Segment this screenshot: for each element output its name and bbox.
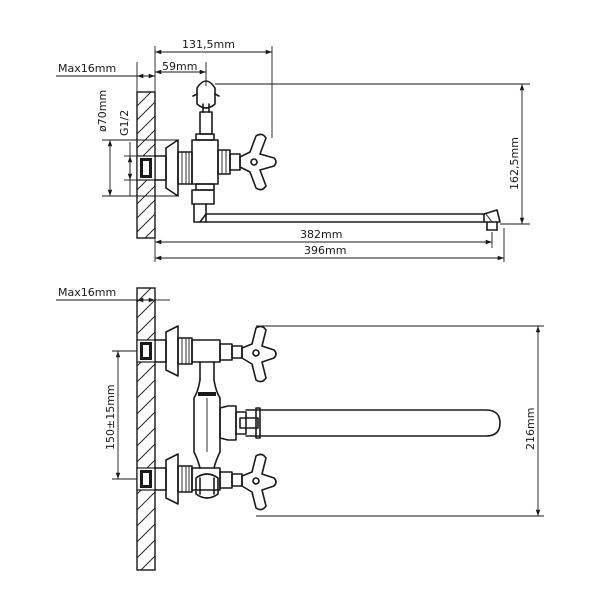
wall-top [136, 91, 156, 239]
dim-150: 150±15mm [104, 350, 137, 480]
spout-front [219, 405, 501, 441]
dim-label-max16-top: Max16mm [58, 62, 116, 75]
inlet-connector-upper [154, 325, 193, 377]
dim-396: 396mm [155, 228, 505, 262]
top-view: Max16mm 131,5mm 59mm ø70mm G [56, 38, 530, 262]
dim-label-382: 382mm [300, 228, 342, 241]
cross-handle-upper [231, 325, 277, 383]
mixer-body-top [191, 133, 231, 191]
cross-handle-lower [231, 453, 277, 511]
cross-handle-top [229, 133, 277, 191]
dim-label-max16-front: Max16mm [58, 286, 116, 299]
dim-max16-front: Max16mm [56, 286, 170, 303]
dim-label-131-5: 131,5mm [182, 38, 235, 51]
dim-label-dia70: ø70mm [96, 90, 109, 132]
dim-label-g12: G1/2 [118, 110, 131, 136]
dim-162-5: 162,5mm [215, 83, 530, 225]
dim-59: 59mm [155, 60, 207, 86]
inlet-connector-lower [154, 453, 193, 505]
dim-label-150: 150±15mm [104, 384, 117, 450]
front-view: Max16mm 150±15mm 216mm [56, 286, 544, 571]
dim-216: 216mm [256, 325, 544, 517]
inlet-connector-top [154, 139, 193, 197]
dim-label-59: 59mm [162, 60, 197, 73]
dim-131-5: 131,5mm [154, 38, 273, 138]
spout-top [191, 189, 501, 231]
dim-label-396: 396mm [304, 244, 346, 257]
dim-dia70: ø70mm [96, 90, 178, 197]
dim-382: 382mm [154, 228, 493, 262]
shower-holder-top [192, 80, 220, 135]
dim-label-216: 216mm [524, 408, 537, 450]
dim-g12: G1/2 [118, 110, 137, 196]
mixer-body-front [191, 339, 233, 499]
dim-label-162-5: 162,5mm [508, 137, 521, 190]
wall-front [136, 287, 156, 571]
dim-max16-top: Max16mm [56, 62, 156, 92]
